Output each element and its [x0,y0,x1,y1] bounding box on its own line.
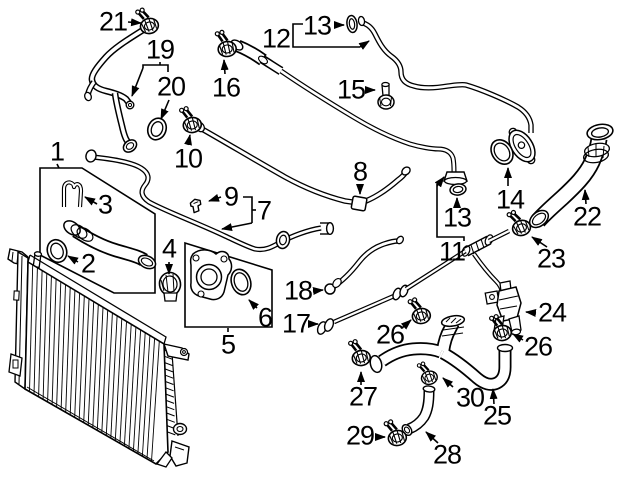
pipe-clip-part-9 [189,198,202,214]
callout-label-27-28: 27 [348,381,378,412]
thermostat-housing [189,249,233,301]
connector-part-24 [484,280,522,336]
pipe-part-17-line [316,228,511,335]
callout-label-22-22: 22 [572,201,602,232]
callout-label-6-5: 6 [257,302,273,333]
callout-label-7-6: 7 [256,195,272,226]
callout-label-16-16: 16 [211,72,241,103]
callout-label-26-27: 26 [523,331,553,362]
branch-pipe-to-24 [472,252,505,294]
hose-part-18-line [324,235,405,295]
callout-label-14-14: 14 [495,184,525,215]
hose-part-16-line [230,39,468,186]
callout-label-15-15: 15 [336,74,366,105]
callout-label-13-12: 13 [302,10,332,41]
callout-label-20-20: 20 [156,71,186,102]
callout-label-28-29: 28 [432,439,462,470]
pipe-flange [508,127,536,165]
retainer-part-15 [377,81,395,110]
radiator-hose-part-1 [63,220,157,270]
hose-part-19 [84,25,148,153]
callout-label-1-0: 1 [49,136,65,167]
box-part-1 [39,167,156,294]
clamp-part-30 [415,358,440,388]
callout-leader-lines [56,18,590,444]
o-ring-part-13-upper [346,14,358,34]
callout-label-30-31: 30 [455,382,485,413]
callout-label-29-30: 29 [345,420,375,451]
callout-label-3-2: 3 [97,189,113,220]
callout-label-24-24: 24 [537,297,567,328]
pipe-bracket-part-8 [350,195,368,212]
radiator-illustration [7,248,190,468]
clamp-part-27 [346,336,373,369]
hose-part-12-line [357,15,534,133]
clamp-part-29 [382,416,409,449]
callout-label-19-19: 19 [145,34,175,65]
hose-part-22 [528,123,614,229]
hose-part-25 [369,314,514,391]
callout-label-25-25: 25 [482,400,512,431]
callout-label-11-10: 11 [438,236,466,267]
radiator-side-serration [164,349,176,436]
clamp-part-10 [177,103,204,136]
seal-part-20 [146,117,168,141]
callout-label-18-18: 18 [283,275,313,306]
callout-label-21-21: 21 [98,6,128,37]
callout-label-4-3: 4 [161,233,177,264]
coolant-pipe-part-7 [85,149,335,253]
hose-clamp-part-4 [158,271,182,302]
callout-label-2-1: 2 [80,248,96,279]
callout-label-12-11: 12 [261,23,291,54]
clamp-part-16 [213,27,239,59]
seal-part-14 [490,139,514,165]
callout-label-17-17: 17 [281,308,311,339]
callout-label-5-4: 5 [220,329,236,360]
callout-label-9-8: 9 [223,181,239,212]
hose-part-28 [401,385,436,437]
retaining-clip-part-3 [61,180,84,208]
o-ring-part-2 [46,238,68,264]
callout-label-13-13: 13 [442,202,472,233]
callout-label-23-23: 23 [536,243,566,274]
gasket-part-13-lower [449,183,467,196]
vent-pipe-part-10 [194,121,411,212]
callout-label-26-26: 26 [375,319,405,350]
o-ring-part-6 [230,268,252,296]
radiator-fins [29,264,160,462]
callout-label-10-9: 10 [173,143,203,174]
callout-label-8-7: 8 [352,156,368,187]
